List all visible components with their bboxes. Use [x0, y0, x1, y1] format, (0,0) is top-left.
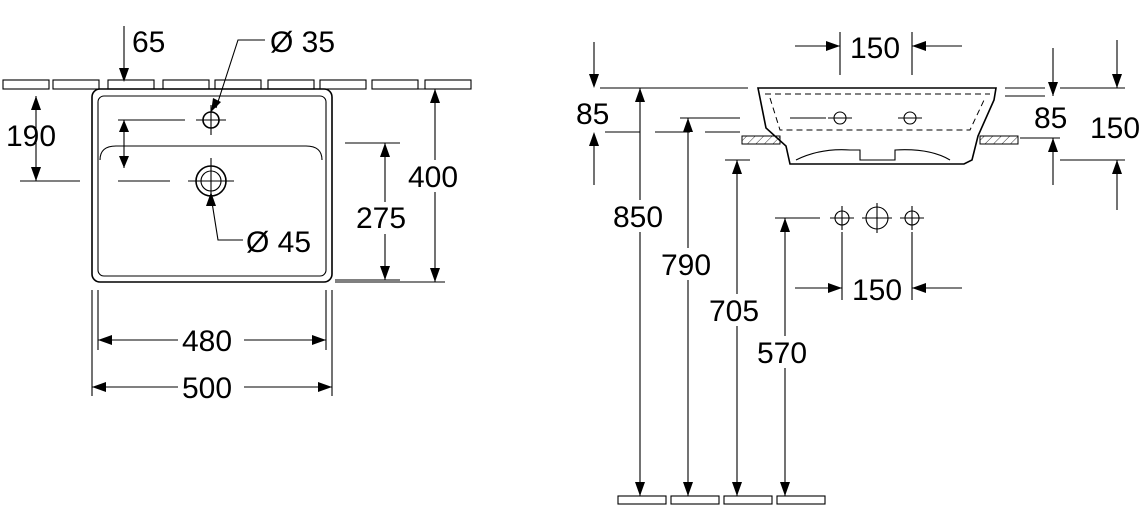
dim-tap-diameter: Ø 35: [211, 26, 335, 112]
dim-depth: 400: [335, 88, 464, 283]
label-inner-width: 480: [182, 325, 232, 358]
bowl-edge: [99, 145, 323, 161]
dim-fixing-height: 790: [660, 118, 720, 496]
label-tap-spacing: 150: [850, 32, 900, 65]
basin-outer-outline: [91, 88, 333, 283]
label-width: 500: [182, 372, 232, 405]
dim-supply-height: 570: [756, 217, 820, 496]
dim-rim-thickness: 85: [576, 42, 609, 185]
floor-tiles: [617, 495, 826, 505]
dim-tap-offset: 65: [119, 26, 165, 82]
top-view: 65 Ø 35 Ø 45 190: [2, 26, 472, 405]
dim-tap-depth: 190: [6, 96, 129, 182]
label-supply-height: 570: [757, 337, 807, 370]
label-waste-diameter: Ø 45: [246, 226, 311, 259]
label-depth: 400: [408, 161, 458, 194]
dim-waste-height: 705: [708, 160, 768, 496]
label-underside-height: 85: [1034, 102, 1067, 135]
label-rim-height: 850: [613, 201, 663, 234]
label-rim-thickness: 85: [576, 98, 609, 131]
label-waste-offset: 275: [356, 202, 406, 235]
dim-supply-spacing: 150: [795, 232, 962, 307]
basin-profile: [757, 87, 997, 165]
dim-width: 500: [91, 290, 333, 405]
wall-bracket-left: [741, 135, 781, 145]
label-total-height: 150: [1090, 112, 1140, 145]
basin-inner-outline: [97, 95, 327, 277]
wall-bracket-right: [979, 135, 1019, 145]
side-view: 85 150 85 150: [576, 32, 1140, 505]
wall-tiles: [2, 79, 472, 90]
label-fixing-height: 790: [661, 249, 711, 282]
dim-inner-width: 480: [97, 290, 327, 358]
label-tap-diameter: Ø 35: [270, 26, 335, 59]
dim-tap-spacing: 150: [795, 32, 962, 75]
label-waste-height: 705: [709, 295, 759, 328]
dim-rim-height: 850: [612, 88, 672, 496]
label-tap-depth: 190: [6, 120, 56, 153]
supply-connections: [830, 203, 924, 233]
dim-total-height: 150: [1090, 40, 1140, 210]
label-supply-spacing: 150: [852, 274, 902, 307]
dim-underside-height: 85: [1034, 48, 1067, 185]
label-tap-offset: 65: [132, 26, 165, 59]
dim-waste-offset: 275: [335, 142, 416, 281]
